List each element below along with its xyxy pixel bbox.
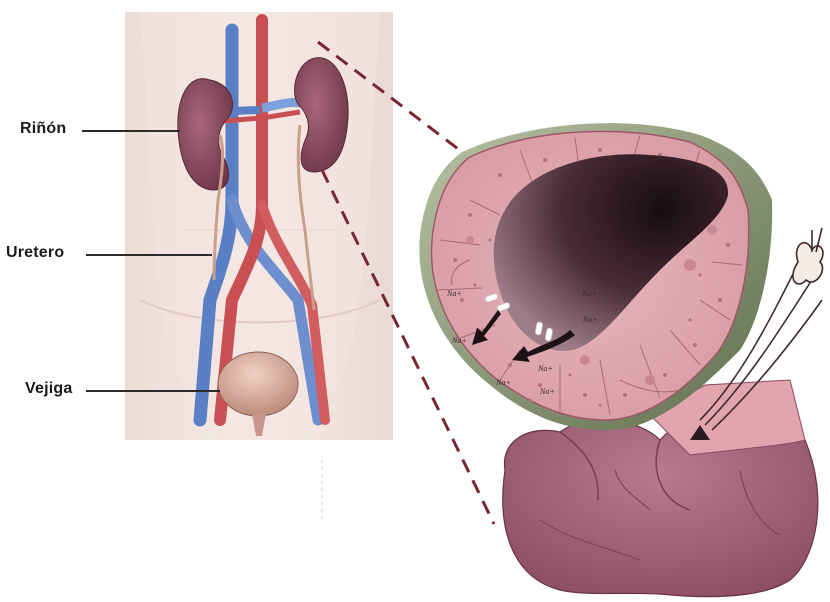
- svg-text:Na+: Na+: [581, 289, 597, 298]
- svg-text:Na+: Na+: [446, 289, 462, 298]
- svg-text:Na+: Na+: [582, 315, 598, 324]
- svg-text:Na+: Na+: [451, 336, 467, 345]
- svg-text:Na+: Na+: [539, 387, 555, 396]
- ureter-label: Uretero: [6, 244, 64, 262]
- kidney-label: Riñón: [20, 120, 66, 138]
- svg-text:Na+: Na+: [495, 378, 511, 387]
- ureter-leader-line: [86, 254, 212, 256]
- bladder-leader-line: [86, 390, 220, 392]
- bladder-label: Vejiga: [25, 380, 72, 398]
- svg-text:Na+: Na+: [537, 364, 553, 373]
- kidney-leader-line: [82, 130, 180, 132]
